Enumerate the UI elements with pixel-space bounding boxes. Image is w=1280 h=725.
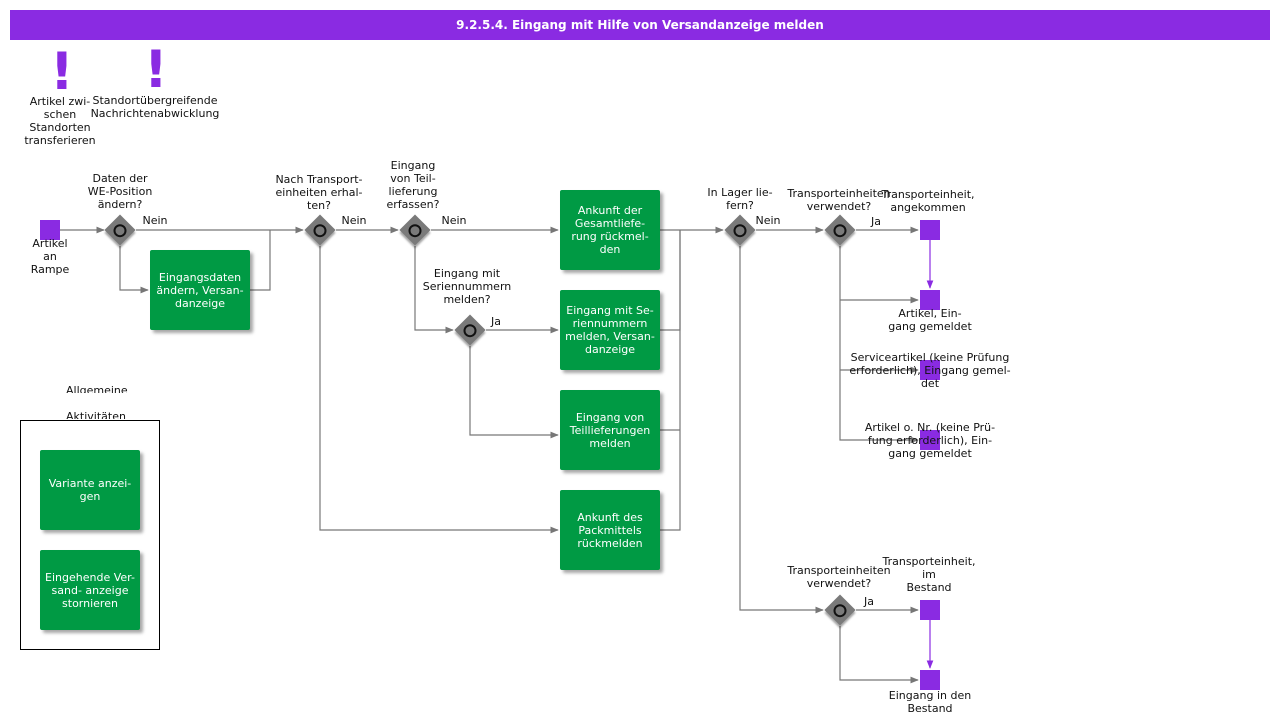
- gateway-transporteinheiten-label: Nach Transport- einheiten erhal- ten?: [275, 173, 363, 212]
- legend-task-versandanzeige-stornieren[interactable]: Eingehende Ver- sand- anzeige stornieren: [40, 550, 140, 630]
- gateway-in-lager-label: In Lager lie- fern?: [707, 186, 773, 212]
- start-event-square[interactable]: [40, 220, 60, 240]
- gateway-we-position-label: Daten der WE-Position ändern?: [87, 172, 153, 211]
- end-event-te-bestand[interactable]: [920, 600, 940, 620]
- gateway-te-verwendet-2-label: Transporteinheiten verwendet?: [787, 564, 891, 590]
- end-event-eingang-bestand[interactable]: [920, 670, 940, 690]
- task-eingang-seriennummern[interactable]: Eingang mit Se- riennummern melden, Vers…: [560, 290, 660, 370]
- exclamation-icon[interactable]: !: [50, 42, 74, 102]
- edge-label-ja: Ja: [864, 595, 874, 608]
- task-ankunft-gesamtlieferung[interactable]: Ankunft der Gesamtliefe- rung rückmel- d…: [560, 190, 660, 270]
- task-eingangsdaten-aendern[interactable]: Eingangsdaten ändern, Versan- danzeige: [150, 250, 250, 330]
- end-event-eingang-bestand-label: Eingang in den Bestand: [888, 689, 972, 715]
- task-eingang-teillieferungen[interactable]: Eingang von Teillieferungen melden: [560, 390, 660, 470]
- end-event-serviceartikel[interactable]: [920, 360, 940, 380]
- legend-heading-line2: Aktivitäten: [66, 410, 126, 419]
- start-event-label: Artikel an Rampe: [30, 237, 70, 276]
- link-nachrichtenabwicklung[interactable]: Standortübergreifende Nachrichtenabwickl…: [90, 94, 220, 120]
- legend-heading-line1: Allgemeine: [66, 384, 128, 393]
- end-event-artikel-gemeldet[interactable]: [920, 290, 940, 310]
- exclamation-icon[interactable]: !: [144, 40, 168, 100]
- edge-label-ja: Ja: [491, 315, 501, 328]
- task-ankunft-packmittel[interactable]: Ankunft des Packmittels rückmelden: [560, 490, 660, 570]
- edge-label-nein: Nein: [341, 214, 367, 227]
- edge-label-nein: Nein: [755, 214, 781, 227]
- edge-label-nein: Nein: [142, 214, 168, 227]
- gateway-te-verwendet-1-label: Transporteinheiten verwendet?: [787, 187, 891, 213]
- end-event-artikel-ohne-nr-label: Artikel o. Nr. (keine Prü- fung erforder…: [864, 421, 996, 460]
- gateway-seriennummern-label: Eingang mit Seriennummern melden?: [422, 267, 512, 306]
- legend-task-variante-anzeigen[interactable]: Variante anzei- gen: [40, 450, 140, 530]
- end-event-te-angekommen[interactable]: [920, 220, 940, 240]
- end-event-serviceartikel-label: Serviceartikel (keine Prüfung erforderli…: [849, 351, 1011, 390]
- edge-label-nein: Nein: [441, 214, 467, 227]
- link-artikel-transfer[interactable]: Artikel zwi- schen Standorten transferie…: [24, 95, 96, 147]
- edge-label-ja: Ja: [871, 215, 881, 228]
- gateway-teillieferung-label: Eingang von Teil- lieferung erfassen?: [386, 159, 440, 211]
- end-event-artikel-ohne-nr[interactable]: [920, 430, 940, 450]
- legend-box: [20, 420, 160, 650]
- diagram-title: 9.2.5.4. Eingang mit Hilfe von Versandan…: [10, 10, 1270, 40]
- end-event-artikel-gemeldet-label: Artikel, Ein- gang gemeldet: [888, 307, 972, 333]
- end-event-te-angekommen-label: Transporteinheit, angekommen: [881, 188, 975, 214]
- end-event-te-bestand-label: Transporteinheit, im Bestand: [882, 555, 976, 594]
